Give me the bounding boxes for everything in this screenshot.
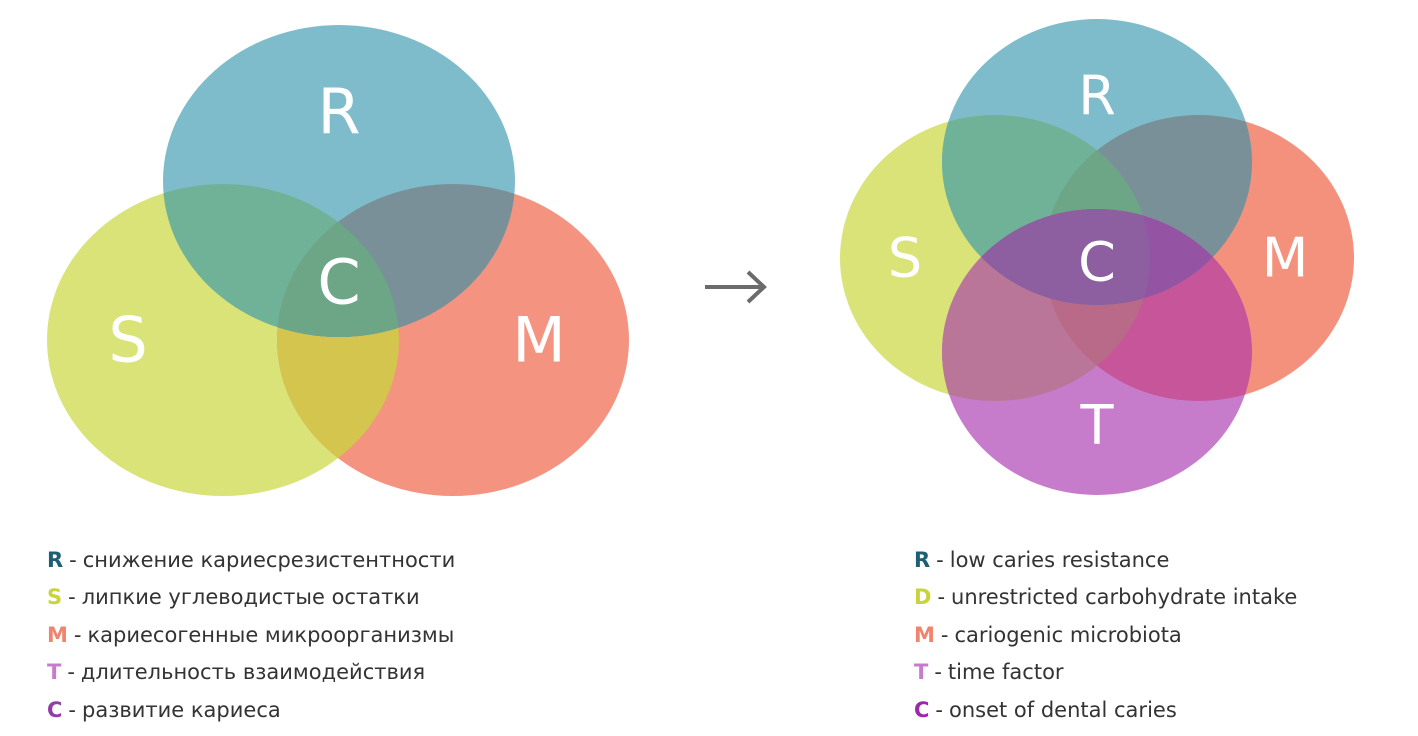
legend-text: onset of dental caries [949,697,1177,722]
legend-text: длительность взаимодействия [80,660,426,685]
label-m-left: M [512,304,566,377]
legend-item: T - time factor [914,654,1297,692]
overlap-r-t-s-right [942,209,1150,305]
legend-key-d: D [914,585,932,610]
legend-key-s: S [47,585,63,610]
label-c-right: C [1078,231,1116,294]
legend-text: time factor [947,660,1064,685]
label-c-left: C [317,246,360,319]
legend-english: R - low caries resistance D - unrestrict… [914,541,1297,729]
legend-key-m: M [47,622,68,647]
legend-russian: R - снижение кариесрезистентности S - ли… [47,541,455,729]
legend-text: снижение кариесрезистентности [82,547,456,572]
legend-text: unrestricted carbohydrate intake [951,585,1298,610]
legend-separator: - [936,547,944,572]
label-t-right: T [1080,394,1115,457]
overlap-r-s-m-right [1044,115,1150,305]
legend-text: cariogenic microbiota [954,622,1182,647]
legend-item: T - длительность взаимодействия [47,654,455,692]
legend-separator: - [940,622,949,647]
legend-key-t: T [914,660,929,685]
right-arrow-icon [705,270,767,304]
legend-item: R - снижение кариесрезистентности [47,541,455,579]
legend-text: кариесогенные микроорганизмы [87,622,455,647]
overlap-t-s-m-right [1044,209,1150,401]
legend-text: липкие углеводистые остатки [81,585,420,610]
legend-separator: - [68,585,76,610]
legend-item: M - кариесогенные микроорганизмы [47,616,455,654]
legend-key-r: R [914,547,931,572]
overlap-center-left [277,184,399,337]
legend-key-c: C [914,697,930,722]
legend-key-t: T [47,660,62,685]
label-r-right: R [1078,65,1116,128]
legend-key-c: C [47,697,63,722]
legend-separator: - [69,547,77,572]
legend-item: C - onset of dental caries [914,691,1297,729]
legend-item: M - cariogenic microbiota [914,616,1297,654]
right-venn: R S M T C [840,19,1354,495]
legend-item: R - low caries resistance [914,541,1297,579]
legend-text: low caries resistance [949,547,1170,572]
label-m-right: M [1262,227,1309,290]
legend-separator: - [934,660,942,685]
legend-separator: - [937,585,946,610]
legend-item: D - unrestricted carbohydrate intake [914,579,1297,617]
legend-separator: - [73,622,82,647]
legend-separator: - [67,660,75,685]
label-r-left: R [317,76,360,149]
legend-item: C - развитие кариеса [47,691,455,729]
legend-text: развитие кариеса [82,697,281,722]
legend-separator: - [935,697,943,722]
left-venn: R S M C [47,25,629,496]
label-s-left: S [108,304,147,377]
legend-key-r: R [47,547,64,572]
legend-separator: - [68,697,76,722]
legend-item: S - липкие углеводистые остатки [47,579,455,617]
legend-key-m: M [914,622,935,647]
label-s-right: S [888,227,922,290]
